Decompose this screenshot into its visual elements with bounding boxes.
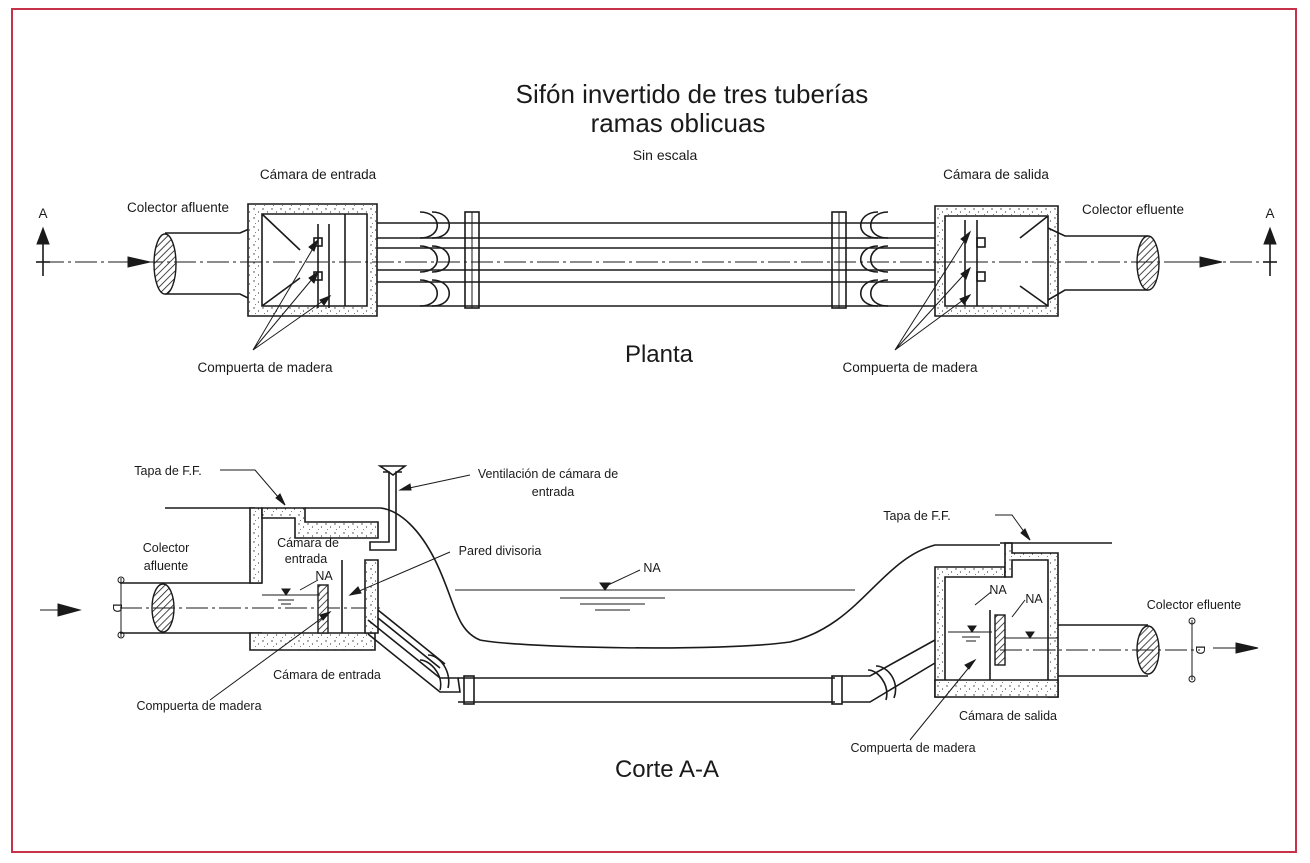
- section-inlet-chamber-inner-label-2: entrada: [285, 552, 327, 566]
- plan-flow-in-arrow: [110, 256, 151, 268]
- plan-inlet-chamber: [247, 203, 378, 317]
- plan-inlet-collector-label: Colector afluente: [127, 200, 229, 215]
- section-mark-left: A: [36, 206, 50, 276]
- plan-outlet-chamber: [934, 205, 1059, 317]
- section-gate-right-label: Compuerta de madera: [850, 741, 975, 755]
- section-leaders: [209, 469, 1031, 741]
- section-cover-left-label: Tapa de F.F.: [134, 464, 201, 478]
- plan-gate-leaders-left: [252, 238, 332, 351]
- title-line-2: ramas oblicuas: [591, 108, 766, 138]
- section-view: D: [40, 464, 1259, 783]
- section-outlet-chamber-below-label: Cámara de salida: [959, 709, 1057, 723]
- plan-inlet-collector-pipe: [153, 223, 259, 305]
- plan-gate-label-right: Compuerta de madera: [842, 360, 978, 375]
- plan-view: A A Cámara de entrada Cámara de salida C…: [36, 167, 1277, 375]
- divider-wall-label: Pared divisoria: [459, 544, 542, 558]
- ventilation-label-line-1: Ventilación de cámara de: [478, 467, 618, 481]
- plan-view-label: Planta: [625, 341, 694, 368]
- svg-text:A: A: [1265, 206, 1274, 221]
- na-label-center: NA: [643, 561, 661, 575]
- title-line-1: Sifón invertido de tres tuberías: [516, 79, 869, 109]
- plan-outlet-collector-pipe: [1047, 227, 1160, 301]
- section-siphon-barrel: [367, 609, 941, 705]
- section-inlet-collector-label-1: Colector: [143, 541, 190, 555]
- na-label-left: NA: [315, 569, 333, 583]
- ground-profile: [165, 507, 1112, 649]
- section-outlet-collector-label: Colector efluente: [1147, 598, 1242, 612]
- section-outlet-chamber: [934, 542, 1059, 698]
- svg-text:A: A: [38, 206, 47, 221]
- plan-siphon-barrels: [377, 211, 935, 309]
- section-inlet-chamber-below-label: Cámara de entrada: [273, 668, 381, 682]
- plan-gate-label-left: Compuerta de madera: [197, 360, 333, 375]
- section-gate-left-label: Compuerta de madera: [136, 699, 261, 713]
- drawing-frame: [11, 8, 1297, 853]
- section-inlet-chamber-inner-label-1: Cámara de: [277, 536, 339, 550]
- plan-outlet-chamber-label: Cámara de salida: [943, 167, 1049, 182]
- plan-outlet-collector-label: Colector efluente: [1082, 202, 1184, 217]
- section-outlet-collector: D: [1000, 617, 1207, 683]
- section-mark-right: A: [1263, 206, 1277, 276]
- plan-flow-out-arrow: [1175, 256, 1223, 268]
- outlet-gate: [994, 614, 1006, 666]
- section-view-label: Corte A-A: [615, 756, 719, 783]
- inlet-gate: [317, 584, 329, 634]
- section-inlet-collector: D: [110, 576, 380, 639]
- na-label-right-2: NA: [1025, 592, 1043, 606]
- ventilation-label-line-2: entrada: [532, 485, 574, 499]
- scale-note: Sin escala: [633, 147, 698, 163]
- diameter-right: D: [1193, 645, 1207, 654]
- section-water-surface: [455, 582, 855, 611]
- section-inlet-collector-label-2: afluente: [144, 559, 189, 573]
- na-label-right-1: NA: [989, 583, 1007, 597]
- section-cover-right-label: Tapa de F.F.: [883, 509, 950, 523]
- section-flow-out-arrow: [1213, 642, 1259, 654]
- section-inlet-chamber: [249, 507, 379, 651]
- plan-inlet-chamber-label: Cámara de entrada: [260, 167, 377, 182]
- diameter-left: D: [110, 603, 124, 612]
- plan-gate-leaders-right: [894, 230, 972, 351]
- ventilation-pipe: [369, 465, 408, 551]
- section-flow-in-arrow: [40, 603, 82, 617]
